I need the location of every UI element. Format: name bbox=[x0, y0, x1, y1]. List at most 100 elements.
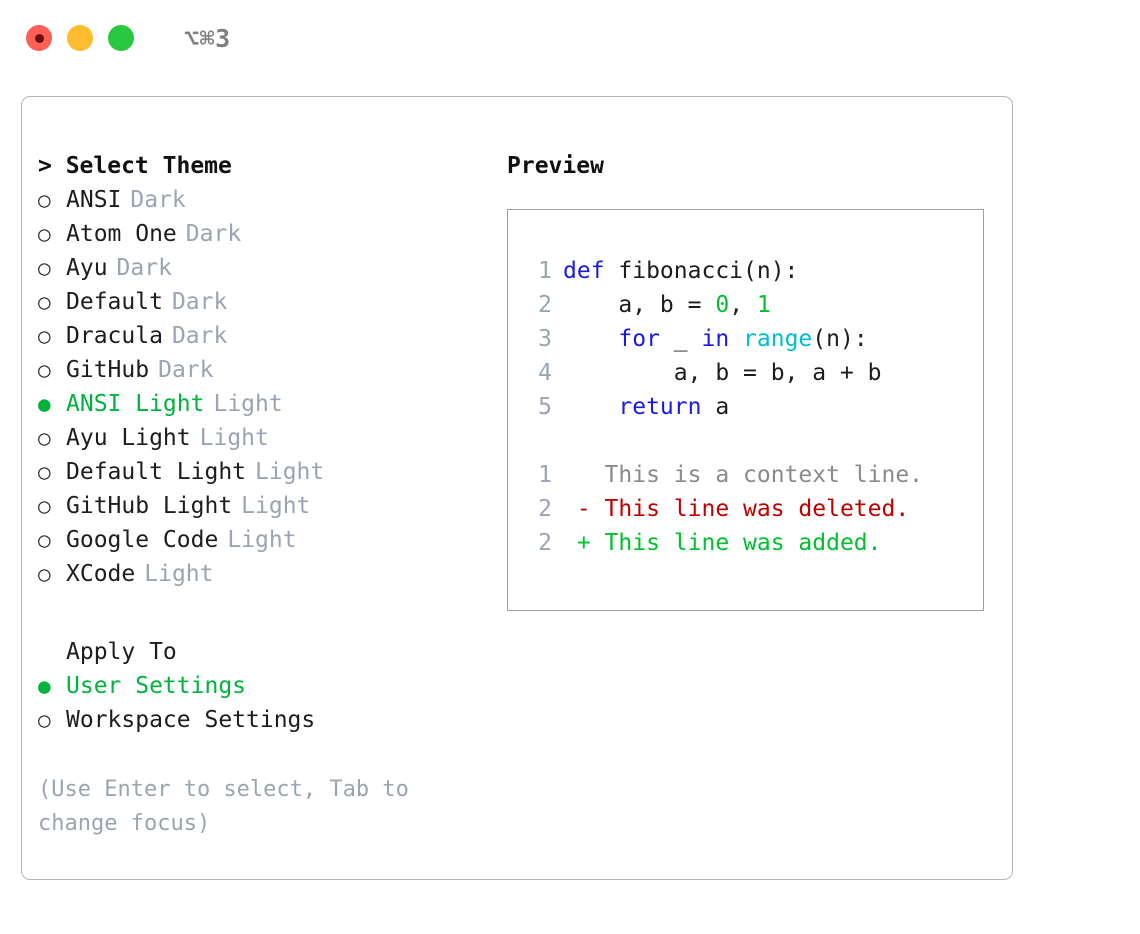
theme-option-label: XCode bbox=[66, 561, 136, 587]
apply-to-option-label: User Settings bbox=[66, 673, 247, 699]
code-token-id: _ bbox=[659, 326, 702, 352]
code-token-fn: range bbox=[743, 326, 813, 352]
theme-option-default-light[interactable]: ○ Default Light Light bbox=[38, 455, 503, 489]
code-line: 4 a, b = b, a + b bbox=[526, 356, 983, 390]
close-window-button[interactable] bbox=[26, 25, 52, 51]
radio-unselected-icon: ○ bbox=[38, 358, 51, 382]
preview-header: Preview bbox=[507, 153, 604, 179]
radio-unselected-icon: ○ bbox=[38, 256, 51, 280]
theme-option-atom-one[interactable]: ○ Atom One Dark bbox=[38, 217, 503, 251]
code-token-kw: for bbox=[618, 326, 660, 352]
radio-unselected-icon: ○ bbox=[38, 188, 51, 212]
code-line-number: 2 bbox=[538, 292, 552, 318]
radio-selected-icon: ● bbox=[38, 392, 51, 416]
theme-option-label: GitHub bbox=[66, 357, 150, 383]
radio-unselected-icon: ○ bbox=[38, 290, 51, 314]
code-token-num: 1 bbox=[756, 292, 771, 318]
theme-option-variant-tag: Light bbox=[227, 527, 297, 553]
code-token-kw: def bbox=[563, 258, 619, 284]
code-token-id: , bbox=[729, 292, 757, 318]
title-bar: ⌥⌘3 bbox=[0, 0, 1140, 76]
radio-unselected-icon: ○ bbox=[38, 426, 51, 450]
select-theme-header: > Select Theme bbox=[38, 153, 232, 179]
code-token-id bbox=[729, 326, 743, 352]
apply-to-option-user-settings[interactable]: ● User Settings bbox=[38, 669, 503, 703]
radio-unselected-icon: ○ bbox=[38, 708, 51, 732]
maximize-window-button[interactable] bbox=[108, 25, 134, 51]
diff-line-add: 2 + This line was added. bbox=[526, 526, 983, 560]
theme-option-label: Google Code bbox=[66, 527, 219, 553]
code-token-id: (n): bbox=[812, 326, 868, 352]
theme-option-ayu[interactable]: ○ Ayu Dark bbox=[38, 251, 503, 285]
diff-line-del: 2 - This line was deleted. bbox=[526, 492, 983, 526]
theme-option-variant-tag: Light bbox=[144, 561, 214, 587]
theme-option-variant-tag: Dark bbox=[171, 289, 228, 315]
window-title: ⌥⌘3 bbox=[184, 23, 231, 53]
radio-unselected-icon: ○ bbox=[38, 324, 51, 348]
code-line: 2 a, b = 0, 1 bbox=[526, 288, 983, 322]
keyboard-hint-text: (Use Enter to select, Tab to change focu… bbox=[38, 777, 409, 836]
diff-line-text: This is a context line. bbox=[563, 462, 924, 488]
theme-option-label: Ayu bbox=[66, 255, 108, 281]
theme-option-dracula[interactable]: ○ Dracula Dark bbox=[38, 319, 503, 353]
apply-to-option-workspace-settings[interactable]: ○ Workspace Settings bbox=[38, 703, 503, 737]
radio-unselected-icon: ○ bbox=[38, 460, 51, 484]
theme-option-label: ANSI bbox=[66, 187, 122, 213]
code-token-id bbox=[563, 394, 618, 420]
diff-line-number: 2 bbox=[538, 530, 552, 556]
theme-option-label: Default bbox=[66, 289, 163, 315]
radio-unselected-icon: ○ bbox=[38, 222, 51, 246]
code-line: 3 for _ in range(n): bbox=[526, 322, 983, 356]
theme-option-github[interactable]: ○ GitHub Dark bbox=[38, 353, 503, 387]
theme-option-variant-tag: Dark bbox=[185, 221, 242, 247]
theme-option-label: Dracula bbox=[66, 323, 163, 349]
code-line: 1 def fibonacci(n): bbox=[526, 254, 983, 288]
code-diff-spacer bbox=[526, 424, 983, 458]
code-line-number: 1 bbox=[538, 258, 552, 284]
code-token-id: fibonacci(n): bbox=[618, 258, 799, 284]
theme-option-variant-tag: Light bbox=[213, 391, 283, 417]
radio-unselected-icon: ○ bbox=[38, 528, 51, 552]
theme-option-default[interactable]: ○ Default Dark bbox=[38, 285, 503, 319]
theme-option-ansi[interactable]: ○ ANSI Dark bbox=[38, 183, 503, 217]
code-token-kw: return bbox=[618, 394, 702, 420]
apply-to-option-label: Workspace Settings bbox=[66, 707, 316, 733]
diff-sample: 1 This is a context line.2 - This line w… bbox=[526, 458, 983, 560]
theme-option-variant-tag: Light bbox=[255, 459, 325, 485]
code-line: 5 return a bbox=[526, 390, 983, 424]
diff-line-number: 1 bbox=[538, 462, 552, 488]
theme-option-ansi-light[interactable]: ● ANSI Light Light bbox=[38, 387, 503, 421]
theme-option-google-code[interactable]: ○ Google Code Light bbox=[38, 523, 503, 557]
minimize-window-button[interactable] bbox=[67, 25, 93, 51]
theme-option-label: Ayu Light bbox=[66, 425, 191, 451]
diff-line-text: - This line was deleted. bbox=[563, 496, 910, 522]
radio-selected-icon: ● bbox=[38, 674, 51, 698]
theme-option-label: ANSI Light bbox=[66, 391, 205, 417]
theme-option-variant-tag: Dark bbox=[116, 255, 172, 281]
diff-line-text: + This line was added. bbox=[563, 530, 882, 556]
apply-to-option-list[interactable]: ● User Settings ○ Workspace Settings bbox=[38, 669, 503, 737]
code-line-number: 4 bbox=[538, 360, 552, 386]
code-token-num: 0 bbox=[715, 292, 730, 318]
code-token-id: a, b = bbox=[563, 292, 716, 318]
code-token-id: a bbox=[701, 394, 730, 420]
theme-option-variant-tag: Dark bbox=[171, 323, 228, 349]
theme-option-variant-tag: Dark bbox=[130, 187, 186, 213]
code-token-id bbox=[563, 326, 618, 352]
theme-option-label: Atom One bbox=[66, 221, 177, 247]
apply-to-header: Apply To bbox=[66, 639, 177, 665]
code-token-kw: in bbox=[701, 326, 730, 352]
theme-option-variant-tag: Dark bbox=[158, 357, 214, 383]
code-line-text: return a bbox=[563, 390, 729, 424]
diff-line-ctx: 1 This is a context line. bbox=[526, 458, 983, 492]
code-line-text: for _ in range(n): bbox=[563, 322, 868, 356]
theme-option-label: Default Light bbox=[66, 459, 247, 485]
